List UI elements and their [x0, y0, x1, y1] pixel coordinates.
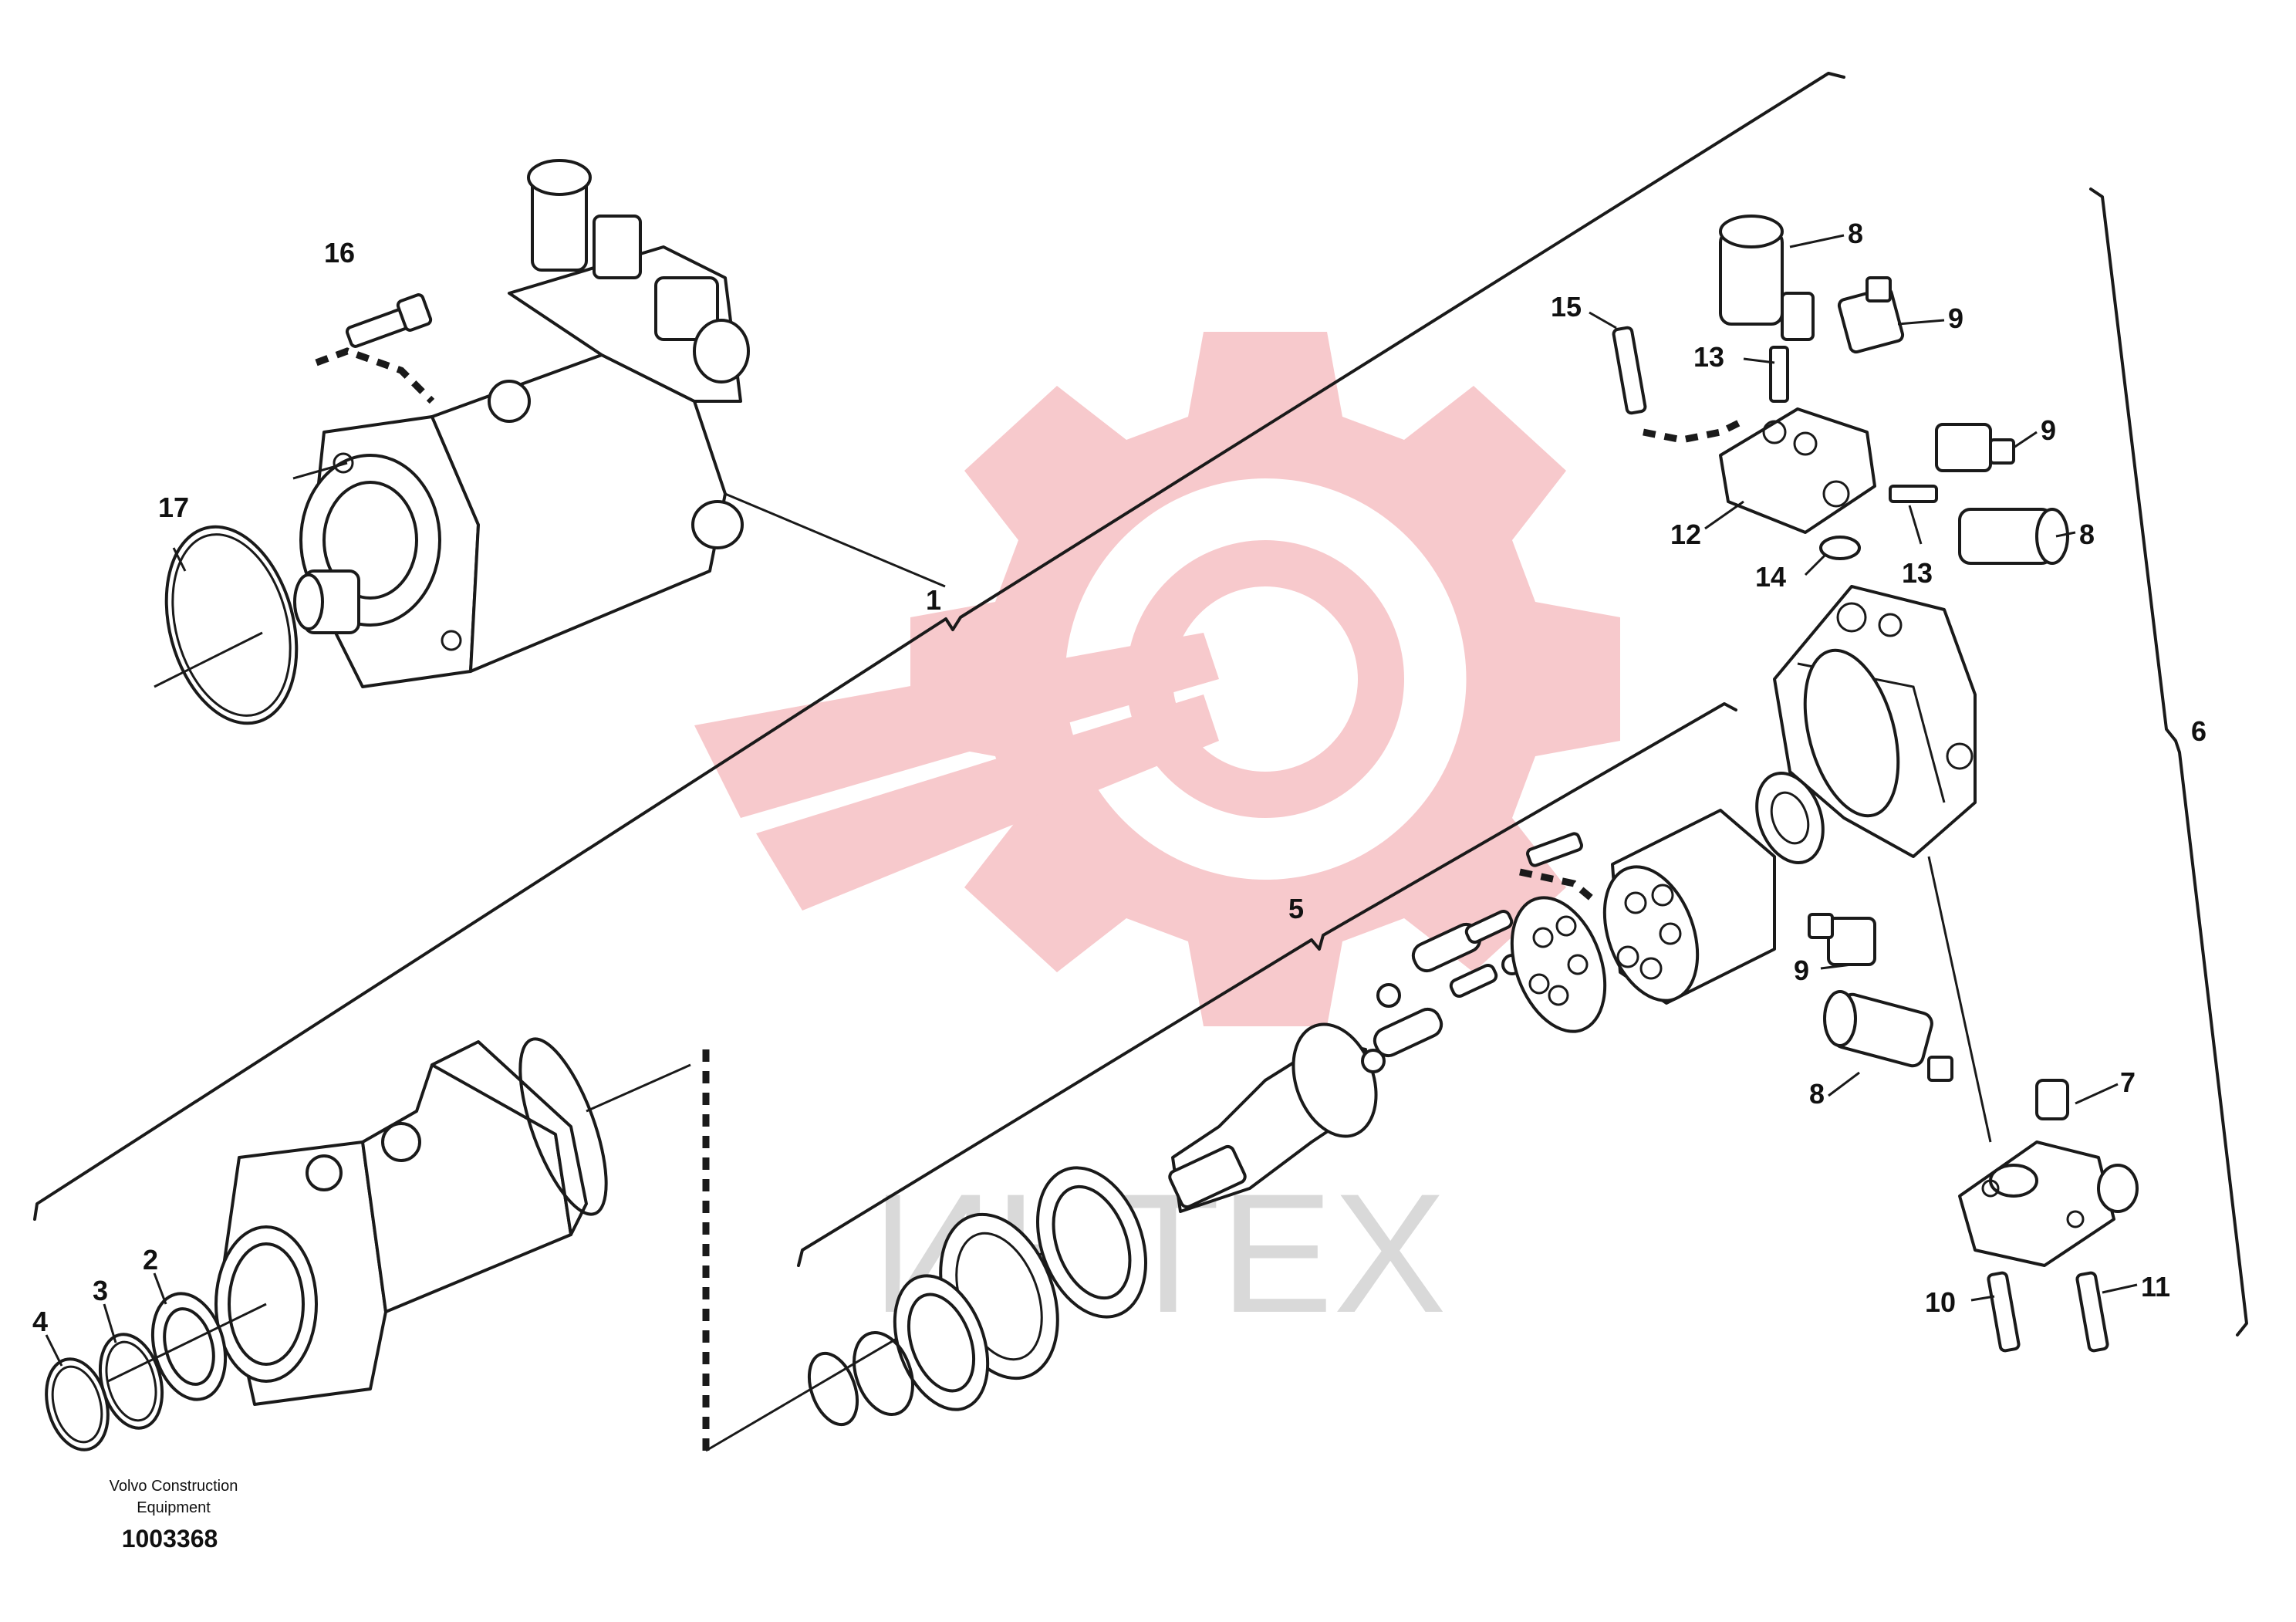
leader-bottom-housing [586, 1063, 691, 1113]
leader-7 [2075, 1083, 2119, 1105]
callout-8a: 8 [1848, 218, 1863, 249]
connector-9-top [1837, 276, 1905, 354]
leader-13a [1743, 357, 1775, 364]
leader-bore [107, 1303, 267, 1383]
footer-drawing-number: 1003368 [122, 1525, 218, 1553]
watermark-gear [910, 332, 1620, 1026]
connector-9-low [1808, 913, 1876, 966]
port-plate-housing [1773, 585, 1977, 858]
bolt-11 [2075, 1271, 2109, 1353]
motor-assembly-top [293, 159, 750, 688]
callout-7: 7 [2120, 1066, 2136, 1098]
callout-3: 3 [93, 1275, 108, 1306]
spring-13-top [1769, 346, 1789, 403]
callout-2: 2 [143, 1244, 158, 1276]
callout-11: 11 [2141, 1271, 2170, 1303]
o-ring-17 [164, 525, 299, 725]
bracket-assembly-1 [33, 72, 1845, 1221]
bracket-assembly-6 [2089, 188, 2248, 1336]
valve-block-7 [1958, 1079, 2139, 1267]
piston-parts [1361, 909, 1523, 1073]
leader-housing-valve7 [1927, 856, 1992, 1143]
leader-2 [153, 1272, 167, 1305]
leader-17-in [154, 631, 263, 688]
callout-8b: 8 [2079, 519, 2095, 550]
callout-5: 5 [1288, 893, 1304, 924]
callout-9b: 9 [2041, 414, 2056, 446]
leader-9b [2013, 431, 2038, 449]
leader-4 [45, 1334, 63, 1367]
leader-10 [1970, 1295, 1995, 1302]
leader-9a [1897, 319, 1945, 326]
leader-14 [1804, 554, 1826, 576]
leader-8c [1828, 1071, 1860, 1097]
solenoid-8-top [1719, 215, 1815, 341]
spring-13-mid [1889, 485, 1938, 503]
watermark-wrench [694, 633, 1219, 911]
callout-8c: 8 [1809, 1078, 1825, 1110]
cylinder-block [1602, 809, 1776, 1005]
callout-4: 4 [32, 1306, 48, 1337]
connector-9-mid [1935, 423, 2015, 472]
callout-12: 12 [1670, 519, 1701, 550]
callout-9a: 9 [1948, 302, 1963, 334]
solenoid-8-low [1823, 990, 1953, 1082]
leader-15 [1589, 311, 1617, 329]
watermark-gear-logo [694, 332, 1620, 1026]
leader-1-top [724, 492, 946, 588]
bolt-16 [345, 293, 433, 348]
leader-11 [2102, 1283, 2138, 1294]
bolt-15 [1612, 326, 1647, 415]
bracket-assembly-5 [797, 702, 1737, 1267]
callout-13b: 13 [1902, 557, 1933, 589]
leader-8a [1789, 234, 1845, 248]
footer-brand-line1: Volvo Construction [110, 1478, 238, 1495]
leader-17 [172, 547, 187, 572]
callout-6: 6 [2191, 715, 2207, 747]
callout-17: 17 [158, 492, 189, 523]
retainer-plate [1510, 896, 1607, 1033]
leader-1-left [292, 461, 348, 480]
bolt-cylinder [1526, 832, 1583, 867]
dash-cylinder-bolt [1519, 868, 1599, 906]
solenoid-8-mid [1958, 508, 2069, 565]
callout-10: 10 [1925, 1286, 1956, 1318]
valve-plate [1755, 771, 1825, 865]
callout-15: 15 [1551, 291, 1582, 323]
control-block-12 [1719, 407, 1876, 534]
shaft-bearing-group [807, 1022, 1378, 1427]
callout-14: 14 [1755, 561, 1786, 593]
footer-brand-line2: Equipment [137, 1499, 211, 1516]
bolt-10 [1987, 1271, 2021, 1353]
callout-1: 1 [926, 584, 941, 616]
leader-12 [1704, 500, 1744, 530]
leader-13b [1908, 505, 1923, 545]
dash-bolt-15 [1643, 417, 1746, 444]
callout-16: 16 [324, 237, 355, 269]
circlip-4 [45, 1357, 110, 1451]
bolt-16-dash [315, 347, 435, 404]
leader-9c [1820, 963, 1852, 970]
callout-9c: 9 [1794, 955, 1809, 986]
leader-8b [2055, 531, 2076, 538]
leader-3 [103, 1303, 117, 1343]
callout-13a: 13 [1693, 341, 1724, 373]
motor-housing-bottom [214, 1037, 608, 1406]
o-ring-14 [1819, 536, 1861, 560]
